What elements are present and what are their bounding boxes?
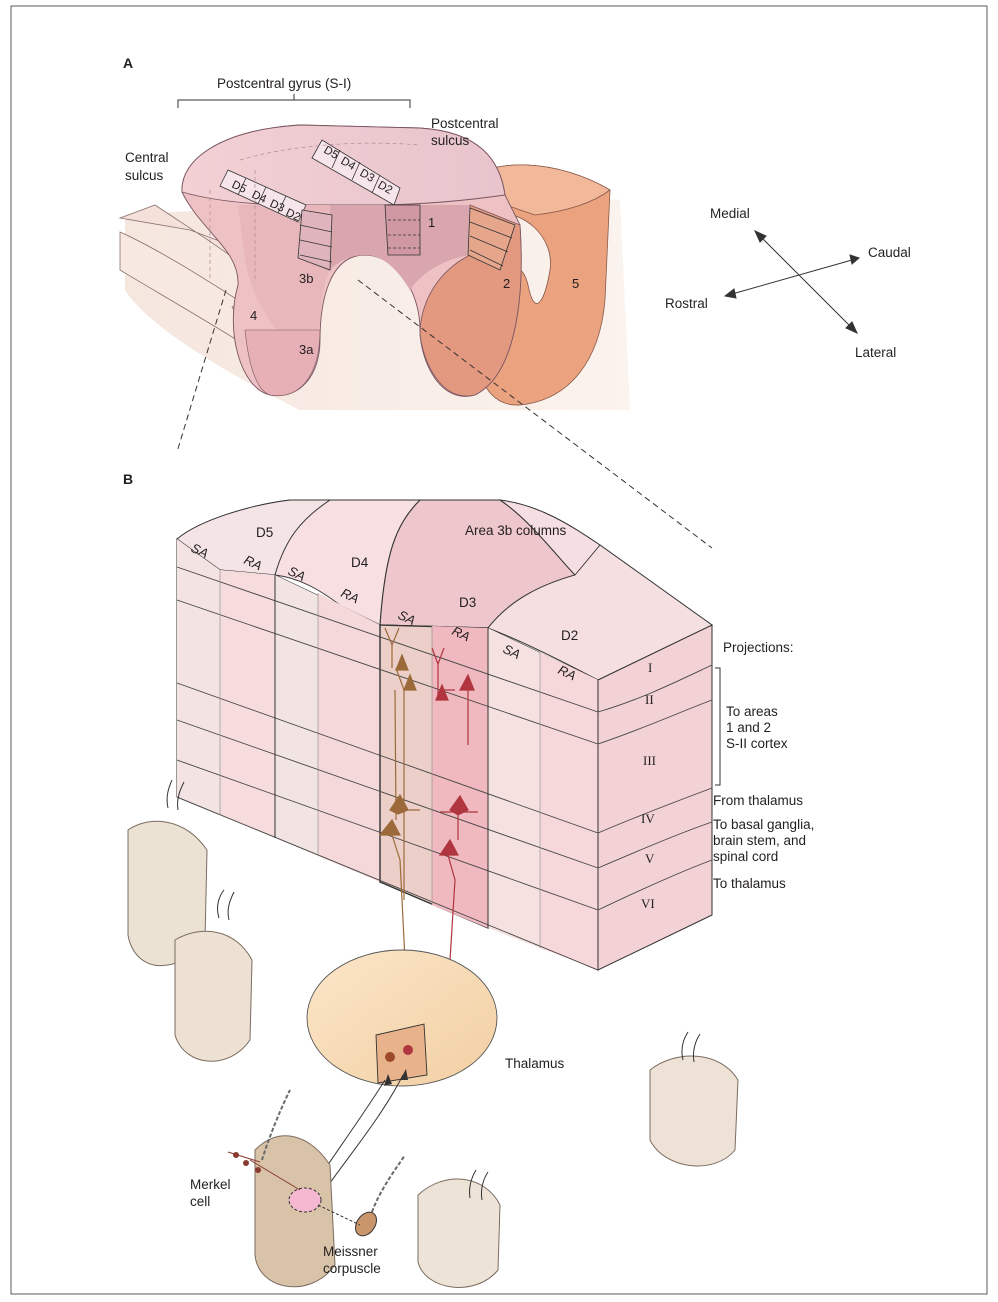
panel-b-label: B <box>123 471 133 487</box>
thalamus-sa-cell <box>385 1052 395 1062</box>
col-d2-label: D2 <box>561 628 578 643</box>
d2-ra <box>540 652 598 970</box>
gyrus-bracket <box>178 94 410 108</box>
meissner-label-1: Meissner <box>323 1244 378 1259</box>
merkel-label-1: Merkel <box>190 1177 231 1192</box>
orientation-arrows <box>725 231 859 333</box>
area-3b-columns-title: Area 3b columns <box>465 523 567 538</box>
merkel-label-2: cell <box>190 1194 210 1209</box>
area-4-label: 4 <box>250 308 257 323</box>
proj-basal-1: To basal ganglia, <box>713 817 814 832</box>
col-d5-label: D5 <box>256 525 273 540</box>
area-1-label: 1 <box>428 215 435 230</box>
caudal-label: Caudal <box>868 245 911 260</box>
proj-from-thalamus: From thalamus <box>713 793 803 808</box>
projections-header: Projections: <box>723 640 794 655</box>
layer-iv: IV <box>641 811 655 826</box>
panel-a-label: A <box>123 55 133 71</box>
layer-i: I <box>648 660 652 675</box>
area-5-label: 5 <box>572 276 579 291</box>
finger-4 <box>418 1179 500 1287</box>
thalamus-ra-cell <box>403 1045 413 1055</box>
medial-label: Medial <box>710 206 750 221</box>
proj-areas-3: S-II cortex <box>726 736 788 751</box>
proj-areas-2: 1 and 2 <box>726 720 771 735</box>
layer-vi: VI <box>641 896 655 911</box>
proj-to-thalamus: To thalamus <box>713 876 786 891</box>
finger-5 <box>650 1056 738 1166</box>
proj-areas-1: To areas <box>726 704 778 719</box>
thalamus-label: Thalamus <box>505 1056 565 1071</box>
projections-bracket <box>715 668 720 785</box>
col-d4-label: D4 <box>351 555 369 570</box>
central-sulcus-label-2: sulcus <box>125 168 164 183</box>
col-d3-label: D3 <box>459 595 476 610</box>
area-3a-label: 3a <box>299 342 314 357</box>
area-2-label: 2 <box>503 276 510 291</box>
layer-iii: III <box>643 753 656 768</box>
block-side-face <box>598 625 712 970</box>
thalamus-patch <box>376 1024 427 1083</box>
area-3b-label: 3b <box>299 271 313 286</box>
meissner-label-2: corpuscle <box>323 1261 381 1276</box>
d5-ra <box>220 570 275 838</box>
bracket-label: Postcentral gyrus (S-I) <box>217 76 351 91</box>
rostral-label: Rostral <box>665 296 708 311</box>
panel-b: B <box>123 471 814 1287</box>
d4-ra <box>318 593 380 882</box>
proj-basal-3: spinal cord <box>713 849 778 864</box>
postcentral-sulcus-label-1: Postcentral <box>431 116 499 131</box>
layer-ii: II <box>645 692 654 707</box>
central-sulcus-label-1: Central <box>125 150 169 165</box>
postcentral-sulcus-label-2: sulcus <box>431 133 470 148</box>
proj-basal-2: brain stem, and <box>713 833 806 848</box>
finger-2 <box>175 931 252 1061</box>
lateral-label: Lateral <box>855 345 896 360</box>
panel-a: A Postcentral gyrus (S-I) <box>120 55 911 410</box>
layer-v: V <box>645 851 655 866</box>
